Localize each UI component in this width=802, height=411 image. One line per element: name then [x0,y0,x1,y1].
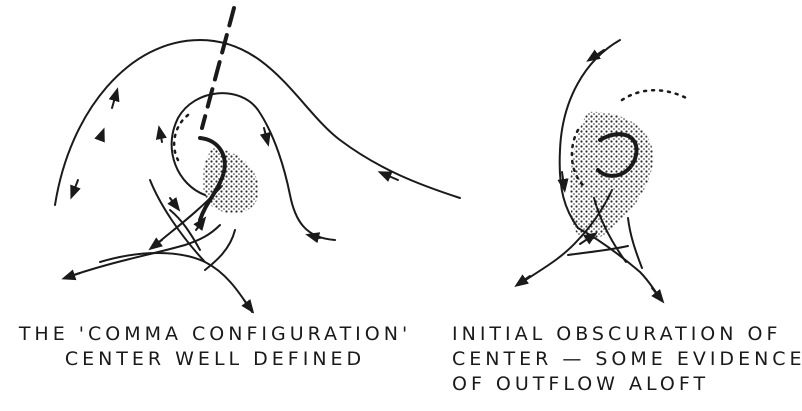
left-outer-arc-arrow-2 [73,180,78,193]
caption-line: THE 'COMMA CONFIGURATION' [0,322,430,347]
left-inner-loop [172,93,335,240]
left-cross-arrow-3 [196,222,202,230]
left-panel-diagram [55,8,460,312]
caption-line: CENTER — SOME EVIDENCE [452,347,802,372]
left-cross-1 [150,180,205,262]
left-outer-arc-arrow [112,94,116,108]
caption-initial-obscuration: INITIAL OBSCURATION OF CENTER — SOME EVI… [452,322,802,397]
right-outer-arc-arrow-2 [562,172,564,186]
left-cloud-shading [202,148,258,213]
left-small-arrow [160,132,162,142]
left-dashed-axis [202,8,234,128]
left-cross-arrow-1 [170,198,176,206]
left-inner-loop-arrow [264,128,267,140]
left-outer-arc-arrow-3 [384,174,398,180]
caption-line: OF OUTFLOW ALOFT [452,372,802,397]
right-panel-diagram [518,40,690,300]
right-outflow-right-arrow [652,288,660,298]
right-spur [628,218,642,268]
caption-line: CENTER WELL DEFINED [0,347,430,372]
right-outflow-left-arrow [520,276,530,283]
caption-line: INITIAL OBSCURATION OF [452,322,802,347]
left-outflow-left-arrow [68,273,80,277]
left-cross-arrow-2 [154,240,162,246]
caption-comma-configuration: THE 'COMMA CONFIGURATION' CENTER WELL DE… [0,322,430,372]
left-outer-arc [55,40,460,205]
right-dotted-outflow [622,90,690,100]
left-outflow-lower-arrow [244,300,250,308]
